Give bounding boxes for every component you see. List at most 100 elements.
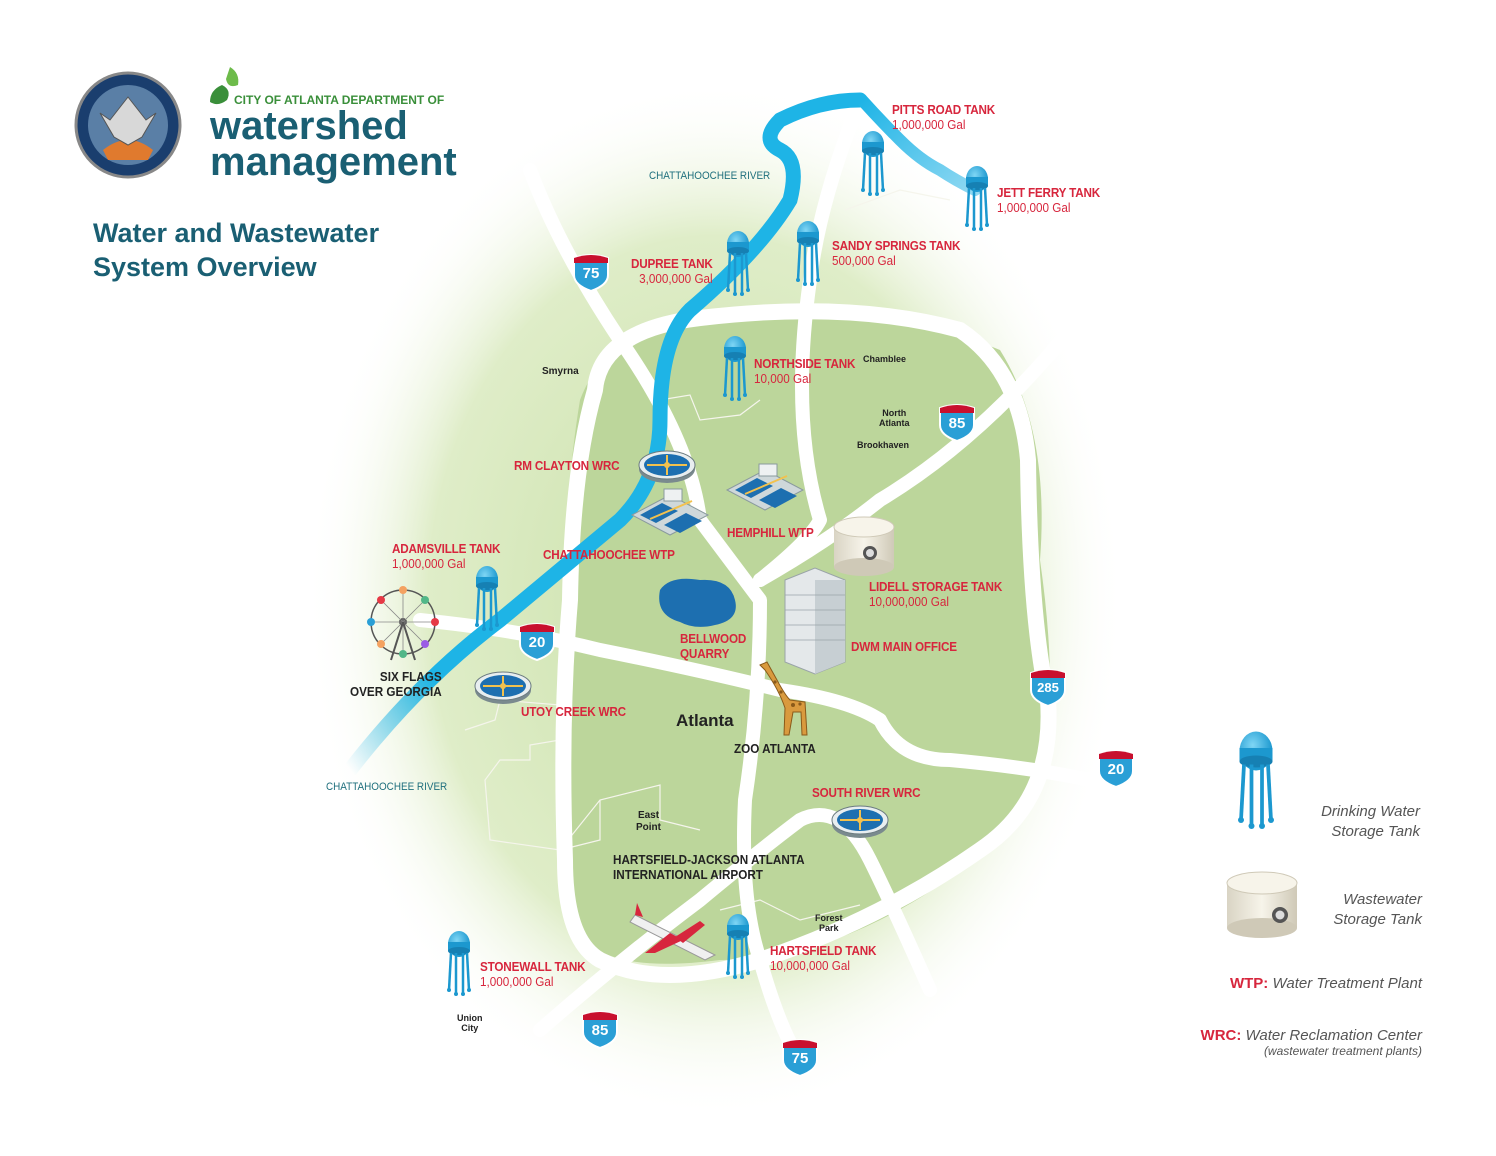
highway-shield-i75-north: 75: [573, 254, 609, 292]
jett-ferry-tank-label: JETT FERRY TANK 1,000,000 Gal: [997, 185, 1112, 216]
place-north-atlanta: North Atlanta: [879, 408, 910, 429]
river-label-south: CHATTAHOOCHEE RIVER: [326, 781, 448, 793]
river-branch: [856, 94, 981, 196]
six-flags-line-1: SIX FLAGS: [379, 669, 442, 684]
pitts-road-tank-label: PITTS ROAD TANK 1,000,000 Gal: [892, 102, 1006, 133]
legend-wastewater-tank-icon: [1226, 871, 1298, 938]
bellwood-line: BELLWOOD: [680, 631, 747, 646]
east-point-line-2: Point: [636, 821, 661, 833]
org-name-watershed: watershed: [210, 104, 408, 148]
stonewall-tank-label: STONEWALL TANK 1,000,000 Gal: [480, 959, 597, 990]
legend-drinking-line-2: Storage Tank: [1331, 822, 1420, 840]
legend-wrc-def: Water Reclamation Center: [1245, 1027, 1422, 1044]
hartsfield-tank-label: HARTSFIELD TANK 10,000,000 Gal: [770, 943, 888, 974]
place-smyrna: Smyrna: [542, 366, 579, 377]
airport-line-2: INTERNATIONAL AIRPORT: [613, 866, 763, 882]
river-label-north: CHATTAHOOCHEE RIVER: [649, 170, 771, 182]
six-flags-label: SIX FLAGS OVER GEORGIA: [350, 669, 452, 700]
union-city-line-1: Union: [457, 1013, 483, 1023]
city-boundaries: [464, 189, 951, 921]
union-city-line-2: City: [461, 1023, 479, 1034]
northside-tank-label: NORTHSIDE TANK 10,000 Gal: [754, 356, 867, 387]
lidell-capacity: 10,000,000 Gal: [869, 593, 950, 609]
utoy-creek-wrc-label: UTOY CREEK WRC: [521, 704, 626, 719]
east-point-line-1: East: [637, 810, 660, 821]
airport-label: HARTSFIELD-JACKSON ATLANTA INTERNATIONAL…: [613, 852, 826, 883]
place-brookhaven: Brookhaven: [857, 440, 910, 450]
tank-name: NORTHSIDE TANK: [754, 356, 856, 371]
dwm-main-office-icon: [784, 567, 846, 675]
city-seal: [74, 71, 182, 179]
legend-wtp: WTP: Water Treatment Plant: [1230, 975, 1422, 992]
forest-park-line-1: Forest: [815, 913, 843, 923]
north-atlanta-line-2: Atlanta: [879, 418, 910, 429]
ferris-wheel-icon: [367, 586, 439, 661]
bellwood-quarry: [659, 578, 736, 627]
dupree-tank-label: DUPREE TANK 3,000,000 Gal: [631, 256, 722, 287]
title-line-1: Water and Wastewater: [93, 218, 380, 248]
svg-text:285: 285: [1037, 680, 1059, 695]
airplane-icon: [629, 903, 717, 961]
tank-name: HARTSFIELD TANK: [770, 943, 877, 958]
org-name-small: CITY OF ATLANTA DEPARTMENT OF: [234, 93, 445, 107]
legend-waste-line-2: Storage Tank: [1333, 910, 1422, 928]
tank-name: ADAMSVILLE TANK: [392, 541, 501, 556]
atlanta-label: Atlanta: [676, 711, 734, 730]
sandy-springs-tank-label: SANDY SPRINGS TANK 500,000 Gal: [832, 238, 975, 269]
svg-text:75: 75: [792, 1050, 809, 1067]
legend-wtp-def: Water Treatment Plant: [1272, 975, 1422, 992]
tank-name: JETT FERRY TANK: [997, 185, 1101, 200]
tank-capacity: 500,000 Gal: [832, 252, 896, 268]
legend-wtp-abbr: WTP:: [1229, 975, 1269, 992]
legend-wrc-abbr: WRC:: [1200, 1027, 1242, 1044]
tank-capacity: 1,000,000 Gal: [892, 116, 966, 132]
hemphill-wtp-label: HEMPHILL WTP: [727, 525, 814, 540]
tank-name: PITTS ROAD TANK: [892, 102, 996, 117]
lidell-storage-tank-icon: [833, 516, 895, 576]
south-river-wrc-icon: [831, 805, 889, 839]
tank-capacity: 3,000,000 Gal: [639, 270, 713, 286]
legend-wrc: WRC: Water Reclamation Center (wastewate…: [1201, 1027, 1422, 1058]
highway-shield-i20-west: 20: [519, 623, 555, 661]
highway-shield-i85-south: 85: [582, 1011, 618, 1049]
tank-name: SANDY SPRINGS TANK: [832, 238, 961, 253]
tank-capacity: 1,000,000 Gal: [480, 973, 554, 989]
svg-text:20: 20: [1108, 761, 1125, 778]
highway-shield-i20-east: 20: [1098, 750, 1134, 788]
legend-drinking-line-1: Drinking Water: [1321, 803, 1420, 820]
highway-shield-i75-south: 75: [782, 1039, 818, 1077]
tank-capacity: 10,000 Gal: [754, 370, 812, 386]
tank-capacity: 10,000,000 Gal: [770, 957, 851, 973]
page-title: Water and Wastewater System Overview: [93, 217, 379, 285]
chattahoochee-river: [342, 92, 868, 778]
place-union-city: Union City: [457, 1013, 483, 1034]
lidell-name: LIDELL STORAGE TANK: [869, 579, 1003, 594]
legend-waste-line-1: Wastewater: [1343, 891, 1422, 908]
south-river-wrc-label: SOUTH RIVER WRC: [812, 785, 921, 800]
giraffe-icon: [759, 661, 808, 736]
svg-text:75: 75: [583, 265, 600, 282]
bellwood-quarry-label: BELLWOOD QUARRY: [680, 631, 754, 662]
six-flags-line-2: OVER GEORGIA: [350, 683, 442, 699]
quarry-line: QUARRY: [680, 645, 730, 661]
rm-clayton-wrc-icon: [638, 450, 696, 484]
watershed-leaf-logo: [210, 67, 239, 105]
tank-name: STONEWALL TANK: [480, 959, 586, 974]
rm-clayton-wrc-label: RM CLAYTON WRC: [514, 458, 620, 473]
svg-text:85: 85: [592, 1022, 609, 1039]
lidell-storage-tank-label: LIDELL STORAGE TANK 10,000,000 Gal: [869, 579, 1017, 610]
tank-capacity: 1,000,000 Gal: [997, 199, 1071, 215]
legend-wrc-note: (wastewater treatment plants): [1263, 1044, 1422, 1058]
highway-shield-i285: 285: [1030, 669, 1066, 707]
title-line-2: System Overview: [93, 251, 317, 282]
place-chamblee: Chamblee: [863, 354, 907, 364]
north-atlanta-line-1: North: [882, 408, 907, 418]
airport-line-1: HARTSFIELD-JACKSON ATLANTA: [613, 852, 805, 867]
highway-shield-i85-north: 85: [939, 404, 975, 442]
utoy-creek-wrc-icon: [474, 671, 532, 705]
forest-park-line-2: Park: [818, 923, 839, 934]
dwm-main-office-label: DWM MAIN OFFICE: [851, 639, 957, 654]
tank-name: DUPREE TANK: [631, 256, 713, 271]
zoo-atlanta-label: ZOO ATLANTA: [734, 741, 816, 756]
